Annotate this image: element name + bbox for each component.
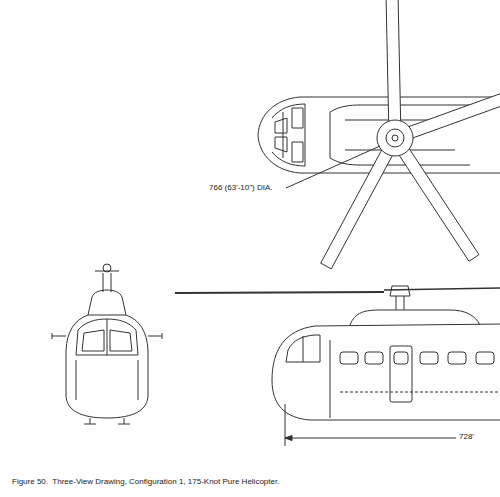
side-view [272, 286, 500, 420]
diameter-label: 766 (63'-10") DIA. [208, 184, 274, 193]
rotor-hub [377, 120, 413, 156]
figure-caption: Figure 50. Three-View Drawing, Configura… [12, 478, 279, 487]
rotor-blade [321, 147, 394, 268]
rotor-blades [321, 0, 500, 269]
dimension-line [285, 404, 456, 446]
rotor-blade-edge [175, 292, 384, 293]
rotor-blade [398, 146, 479, 261]
front-view [52, 264, 162, 424]
dimension-value: 728' [458, 433, 475, 442]
leader-line [286, 146, 380, 188]
rotor-blade [386, 0, 401, 124]
rotor-blade [406, 92, 500, 139]
